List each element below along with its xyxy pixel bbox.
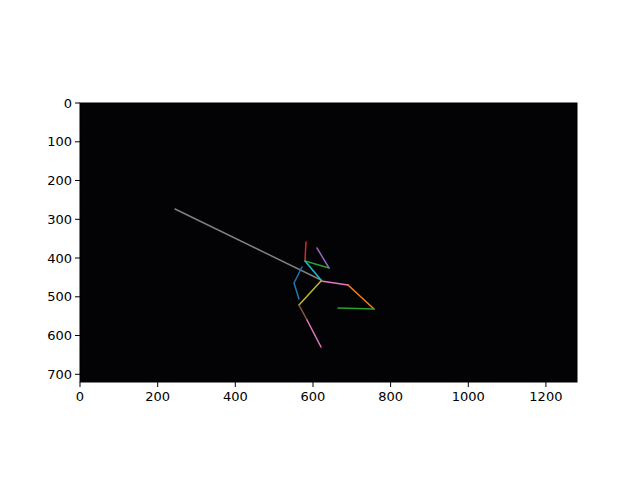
y-tick-label: 200 bbox=[47, 173, 72, 188]
y-tick-label: 500 bbox=[47, 289, 72, 304]
black-image bbox=[80, 103, 577, 382]
x-tick-label: 0 bbox=[76, 389, 84, 404]
y-tick-label: 400 bbox=[47, 251, 72, 266]
y-tick-label: 100 bbox=[47, 134, 72, 149]
tick-marks bbox=[75, 103, 546, 387]
y-tick-label: 0 bbox=[64, 96, 72, 111]
y-tick-label: 600 bbox=[47, 328, 72, 343]
x-tick-label: 1200 bbox=[529, 389, 562, 404]
x-tick-label: 600 bbox=[301, 389, 326, 404]
x-tick-label: 200 bbox=[145, 389, 170, 404]
x-tick-label: 400 bbox=[223, 389, 248, 404]
x-tick-label: 1000 bbox=[452, 389, 485, 404]
y-tick-label: 300 bbox=[47, 212, 72, 227]
x-tick-label: 800 bbox=[378, 389, 403, 404]
y-tick-label: 700 bbox=[47, 367, 72, 382]
pose-skeleton bbox=[175, 209, 374, 347]
axes-frame bbox=[80, 103, 577, 382]
